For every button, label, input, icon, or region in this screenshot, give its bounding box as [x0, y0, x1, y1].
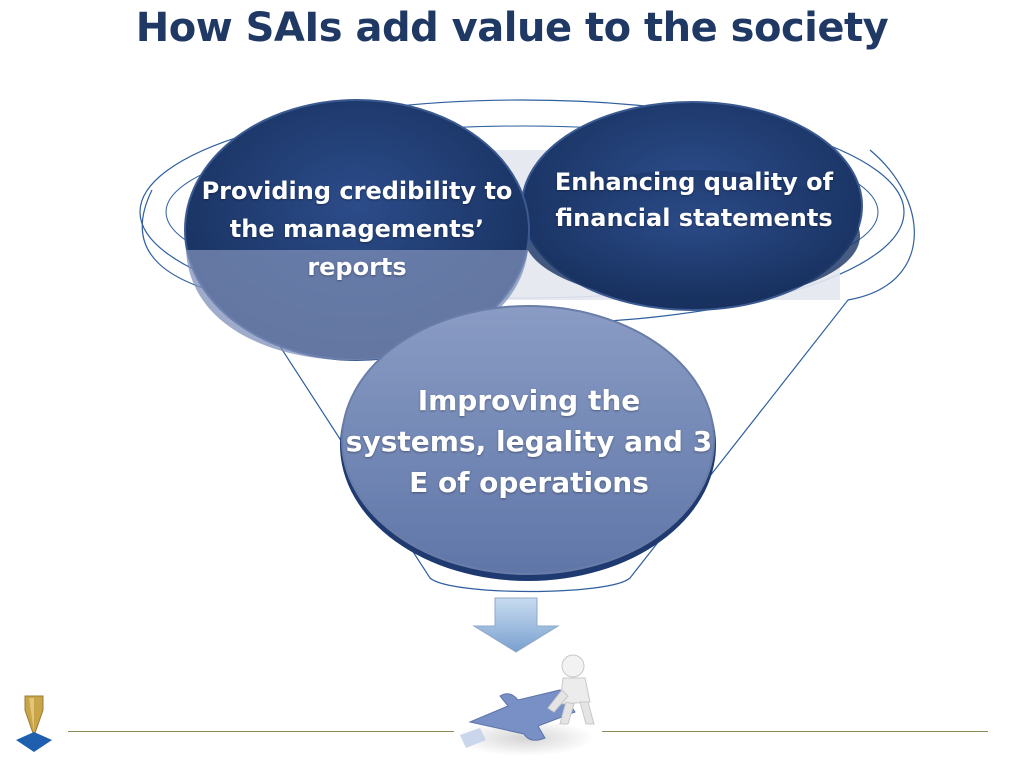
sai-logo-icon — [16, 695, 52, 752]
circle-systems — [340, 305, 716, 581]
footer-divider-right — [602, 731, 988, 732]
down-arrow-icon — [472, 597, 560, 653]
puzzle-figure-icon — [455, 654, 595, 756]
circle-quality-label: Enhancing quality of financial statement… — [554, 168, 834, 232]
circle-quality — [521, 101, 863, 311]
slide-title: How SAIs add value to the society — [135, 5, 889, 51]
circle-credibility-label: Providing credibility to the managements… — [201, 177, 513, 281]
footer-divider-left — [68, 731, 454, 732]
circle-systems-label: Improving the systems, legality and 3 E … — [345, 384, 713, 499]
